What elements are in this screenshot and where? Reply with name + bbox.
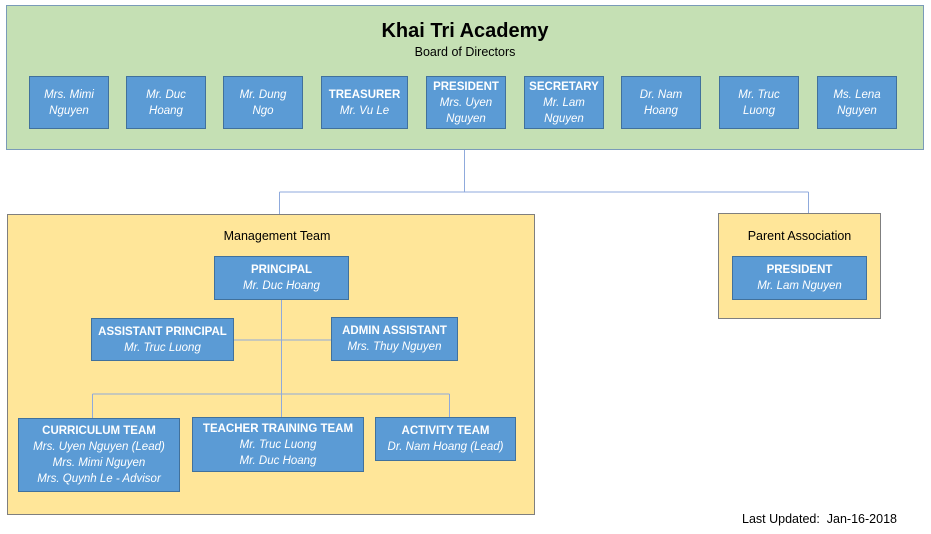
- assistant-principal-box: ASSISTANT PRINCIPAL Mr. Truc Luong: [91, 318, 234, 361]
- member-name: Dr. Nam: [639, 88, 683, 101]
- member-name: Mr. Vu Le: [339, 104, 390, 117]
- assistant-principal-role: ASSISTANT PRINCIPAL: [98, 325, 227, 338]
- member-name: Luong: [743, 104, 775, 117]
- parent-president-box: PRESIDENT Mr. Lam Nguyen: [732, 256, 867, 300]
- teacher-training-member: Mr. Truc Luong: [239, 438, 317, 451]
- board-member-box: Mr. Truc Luong: [719, 76, 799, 129]
- activity-team-role: ACTIVITY TEAM: [401, 425, 490, 437]
- board-member-box: Mrs. Mimi Nguyen: [29, 76, 109, 129]
- assistant-principal-name: Mr. Truc Luong: [124, 341, 201, 354]
- curriculum-team-box: CURRICULUM TEAM Mrs. Uyen Nguyen (Lead) …: [18, 418, 180, 492]
- board-member-box: Mr. Duc Hoang: [126, 76, 206, 129]
- member-name: Hoang: [149, 104, 183, 117]
- teacher-training-member: Mr. Duc Hoang: [239, 454, 317, 467]
- member-name: Mr. Dung: [239, 88, 287, 101]
- parent-president-role: PRESIDENT: [766, 264, 833, 276]
- member-name: Nguyen: [49, 104, 89, 117]
- member-name: Mrs. Mimi: [44, 88, 94, 101]
- member-name: Mr. Lam: [543, 96, 585, 109]
- member-name: Hoang: [644, 104, 678, 117]
- member-name: Mrs. Uyen: [439, 96, 493, 109]
- member-name: Mr. Duc: [146, 88, 186, 101]
- board-president-box: PRESIDENT Mrs. Uyen Nguyen: [426, 76, 506, 129]
- member-name: Ngo: [252, 104, 274, 117]
- activity-team-box: ACTIVITY TEAM Dr. Nam Hoang (Lead): [375, 417, 516, 461]
- last-updated-text: Last Updated: Jan-16-2018: [742, 512, 897, 526]
- board-treasurer-box: TREASURER Mr. Vu Le: [321, 76, 408, 129]
- member-role: TREASURER: [328, 88, 401, 101]
- board-subtitle: Board of Directors: [414, 45, 516, 59]
- member-name: Nguyen: [446, 112, 486, 125]
- member-role: PRESIDENT: [433, 80, 499, 93]
- member-name: Nguyen: [837, 104, 877, 117]
- activity-team-member: Dr. Nam Hoang (Lead): [387, 441, 504, 453]
- management-team-label: Management Team: [223, 229, 331, 243]
- board-member-box: Dr. Nam Hoang: [621, 76, 701, 129]
- curriculum-member: Mrs. Mimi Nguyen: [52, 457, 146, 469]
- member-name: Nguyen: [544, 112, 584, 125]
- curriculum-member: Mrs. Uyen Nguyen (Lead): [33, 441, 165, 453]
- admin-assistant-box: ADMIN ASSISTANT Mrs. Thuy Nguyen: [331, 317, 458, 361]
- principal-box: PRINCIPAL Mr. Duc Hoang: [214, 256, 349, 300]
- admin-assistant-role: ADMIN ASSISTANT: [342, 325, 447, 337]
- board-member-box: Mr. Dung Ngo: [223, 76, 303, 129]
- member-name: Mr. Truc: [738, 88, 780, 101]
- curriculum-member: Mrs. Quynh Le - Advisor: [37, 473, 161, 485]
- member-name: Ms. Lena: [833, 88, 881, 101]
- board-member-box: Ms. Lena Nguyen: [817, 76, 897, 129]
- curriculum-team-role: CURRICULUM TEAM: [42, 425, 156, 437]
- organization-title: Khai Tri Academy: [381, 20, 549, 42]
- member-role: SECRETARY: [529, 80, 599, 93]
- principal-name: Mr. Duc Hoang: [243, 280, 320, 292]
- teacher-training-role: TEACHER TRAINING TEAM: [202, 422, 354, 435]
- teacher-training-team-box: TEACHER TRAINING TEAM Mr. Truc Luong Mr.…: [192, 417, 364, 472]
- parent-president-name: Mr. Lam Nguyen: [757, 280, 842, 292]
- principal-role: PRINCIPAL: [250, 264, 313, 276]
- admin-assistant-name: Mrs. Thuy Nguyen: [347, 341, 442, 353]
- parent-association-label: Parent Association: [747, 229, 852, 243]
- board-secretary-box: SECRETARY Mr. Lam Nguyen: [524, 76, 604, 129]
